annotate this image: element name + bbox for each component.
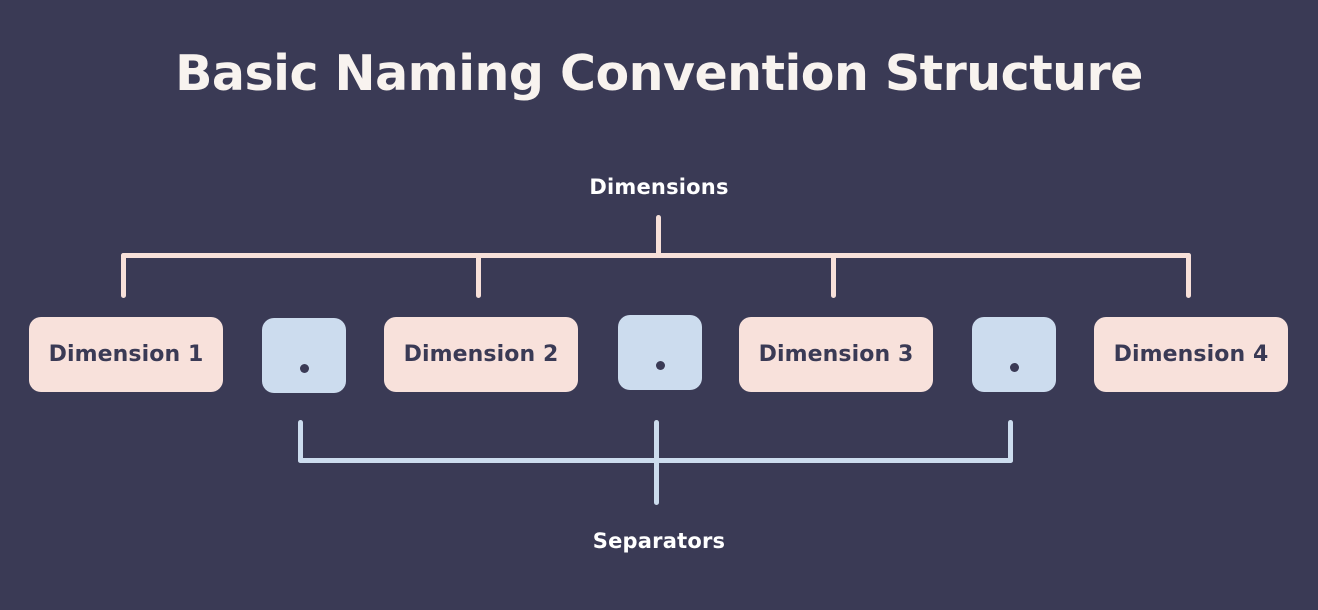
separator-box-3[interactable] xyxy=(972,317,1056,392)
dimension-box-3-label: Dimension 3 xyxy=(758,342,914,367)
dimension-box-3[interactable]: Dimension 3 xyxy=(739,317,933,392)
page-title: Basic Naming Convention Structure xyxy=(175,45,1143,102)
separator-box-1[interactable] xyxy=(262,318,346,393)
separators-connector-stem xyxy=(654,458,659,505)
separators-connector-riser-3 xyxy=(1008,420,1013,463)
separators-group-label: Separators xyxy=(592,529,726,553)
separator-dot-icon xyxy=(299,364,309,373)
dimensions-connector-drop-1 xyxy=(121,253,126,298)
dimensions-connector-drop-3 xyxy=(831,253,836,298)
separator-dot-icon xyxy=(655,361,665,370)
dimension-box-4-label: Dimension 4 xyxy=(1113,342,1269,367)
separators-connector-riser-2 xyxy=(654,420,659,463)
separators-connector-riser-1 xyxy=(298,420,303,463)
separator-dot-icon xyxy=(1009,363,1019,372)
dimension-box-2[interactable]: Dimension 2 xyxy=(384,317,578,392)
separator-box-2[interactable] xyxy=(618,315,702,390)
dimensions-connector-drop-2 xyxy=(476,253,481,298)
dimension-box-4[interactable]: Dimension 4 xyxy=(1094,317,1288,392)
dimension-box-1[interactable]: Dimension 1 xyxy=(29,317,223,392)
dimension-box-1-label: Dimension 1 xyxy=(48,342,204,367)
dimension-box-2-label: Dimension 2 xyxy=(403,342,559,367)
dimensions-connector-stem xyxy=(656,215,661,258)
dimensions-connector-drop-4 xyxy=(1186,253,1191,298)
dimensions-group-label: Dimensions xyxy=(589,175,729,199)
dimensions-connector-spine xyxy=(121,253,1191,258)
